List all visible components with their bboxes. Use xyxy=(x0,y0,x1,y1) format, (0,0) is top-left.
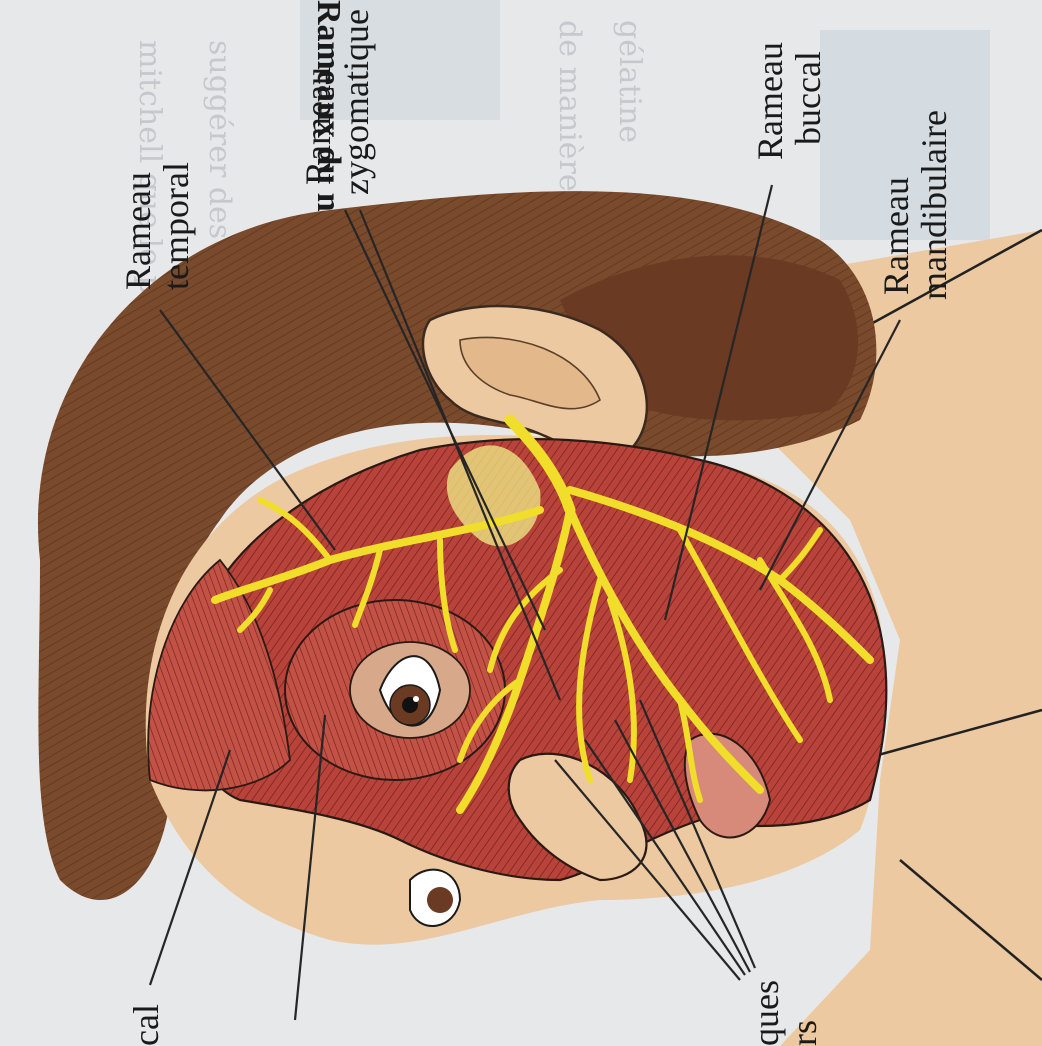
label-cut-left: cal xyxy=(126,1004,166,1046)
svg-text:gélatine: gélatine xyxy=(612,20,647,143)
svg-text:de manière: de manière xyxy=(552,20,587,192)
label-buccal-line1: Rameau xyxy=(750,42,790,160)
label-left-fragment: cal xyxy=(126,1004,166,1046)
label-buccal: Rameau buccal xyxy=(750,42,828,160)
far-iris xyxy=(427,887,453,913)
eye-highlight xyxy=(413,696,419,702)
label-zygomatique-line1: Rameau xyxy=(298,67,338,185)
label-bottom-fragment-line2: rs xyxy=(784,1020,824,1046)
label-buccal-line2: buccal xyxy=(788,51,828,145)
label-temporal-line1: Rameau xyxy=(118,172,158,290)
label-temporal: Rameau temporal xyxy=(118,162,196,290)
label-mandibulaire-line1: Rameau xyxy=(876,177,916,295)
label-zygomatique-line2: zygomatique xyxy=(336,9,376,195)
label-bottom-fragment-line1: ques xyxy=(746,980,786,1046)
label-temporal-line2: temporal xyxy=(156,162,196,290)
label-mandibulaire-line2: mandibulaire xyxy=(914,110,954,300)
